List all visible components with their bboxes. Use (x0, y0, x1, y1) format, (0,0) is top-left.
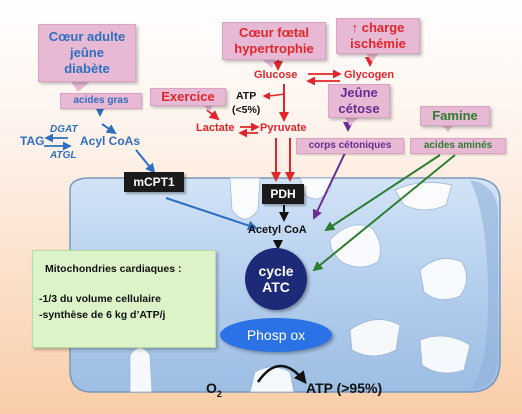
tca-cycle-node: cycle ATC (245, 248, 307, 310)
arrow-corps-to-acetylcoa (312, 152, 346, 220)
callout-cetose-line-1: Jeûne (340, 85, 378, 100)
label-dgat: DGAT (50, 124, 78, 135)
tag-acides-gras: acides gras (60, 93, 142, 109)
tca-cycle-line-2: ATC (262, 279, 290, 295)
label-o2-subscript: 2 (216, 388, 222, 399)
label-atp-large: ATP (>95%) (306, 380, 383, 396)
tag-corps-cetoniques: corps cétoniques (296, 138, 404, 154)
arrow-acides-gras-to-acylcoa (101, 123, 117, 135)
tca-cycle-line-1: cycle (258, 263, 294, 279)
callout-fetal-line-2: hypertrophie (234, 41, 314, 56)
label-acetyl-coa: Acetyl CoA (248, 224, 307, 236)
arrow-mcpt1-to-acetylcoa (165, 197, 258, 231)
pdh-block: PDH (262, 184, 304, 204)
callout-charge-ischemie: ↑ charge ischémie (336, 18, 420, 54)
callout-pointer-charge (365, 52, 380, 62)
info-box-bullet-2: -synthèse de 6 kg d’ATP/j (39, 309, 166, 321)
callout-charge-line-1: ↑ charge (352, 20, 405, 36)
callout-cetose-line-2: cétose (338, 101, 380, 116)
callout-pointer-fetal (260, 58, 276, 68)
callout-exercice: Exercice (150, 88, 226, 106)
arrow-o2-to-atp (256, 364, 307, 384)
mcpt1-block: mCPT1 (124, 172, 184, 192)
callout-adult-line-3: diabète (64, 61, 110, 76)
callout-adult-line-1: Cœur adulte (48, 29, 126, 44)
arrow-aa-to-acetylcoa (324, 154, 441, 232)
arrow-aa-to-cycle (312, 154, 456, 272)
callout-adult-line-2: jeûne (70, 45, 104, 60)
label-acyl-coas: Acyl CoAs (80, 134, 141, 148)
callout-charge-line-2: ischémie (350, 36, 406, 51)
arrow-acylcoa-to-mcpt1 (135, 149, 156, 174)
callout-jeune-cetose: Jeûne cétose (328, 84, 390, 118)
callout-fetal-line-1: Cœur fœtal (238, 25, 310, 40)
label-tag: TAG (20, 134, 45, 148)
info-box-mitochondries: Mitochondries cardiaques : -1/3 du volum… (32, 250, 216, 348)
label-atp-small: ATP (236, 90, 257, 102)
info-box-bullet-1: -1/3 du volume cellulaire (39, 293, 161, 305)
label-glucose: Glucose (254, 69, 298, 81)
label-atp-small-pct: (<5%) (232, 104, 261, 116)
tag-acides-amines: acides aminés (410, 138, 506, 154)
info-box-title: Mitochondries cardiaques : (45, 263, 182, 275)
label-lactate: Lactate (196, 122, 235, 134)
callout-coeur-foetal: Cœur fœtal hypertrophie (222, 22, 326, 60)
cristae (129, 177, 471, 393)
label-atgl: ATGL (50, 150, 77, 161)
arrow-exercice-to-lactate (206, 109, 220, 121)
phosp-ox-node: Phosp ox (220, 318, 332, 352)
callout-famine-label: Famine (432, 108, 478, 123)
label-glycogen: Glycogen (344, 69, 395, 81)
callout-famine: Famine (420, 106, 490, 126)
label-o2: O2 (206, 380, 222, 399)
arrow-atp-release (262, 92, 285, 100)
up-arrow-icon: ↑ (351, 20, 359, 35)
callout-charge-text-1: charge (361, 20, 405, 35)
label-o2-text: O (206, 380, 217, 396)
callout-pointer-cetose (344, 116, 360, 126)
callout-exercice-label: Exercice (161, 89, 215, 104)
callout-pointer-adult (70, 80, 92, 92)
callout-coeur-adulte: Cœur adulte jeûne diabète (38, 24, 136, 82)
label-pyruvate: Pyruvate (260, 122, 307, 134)
